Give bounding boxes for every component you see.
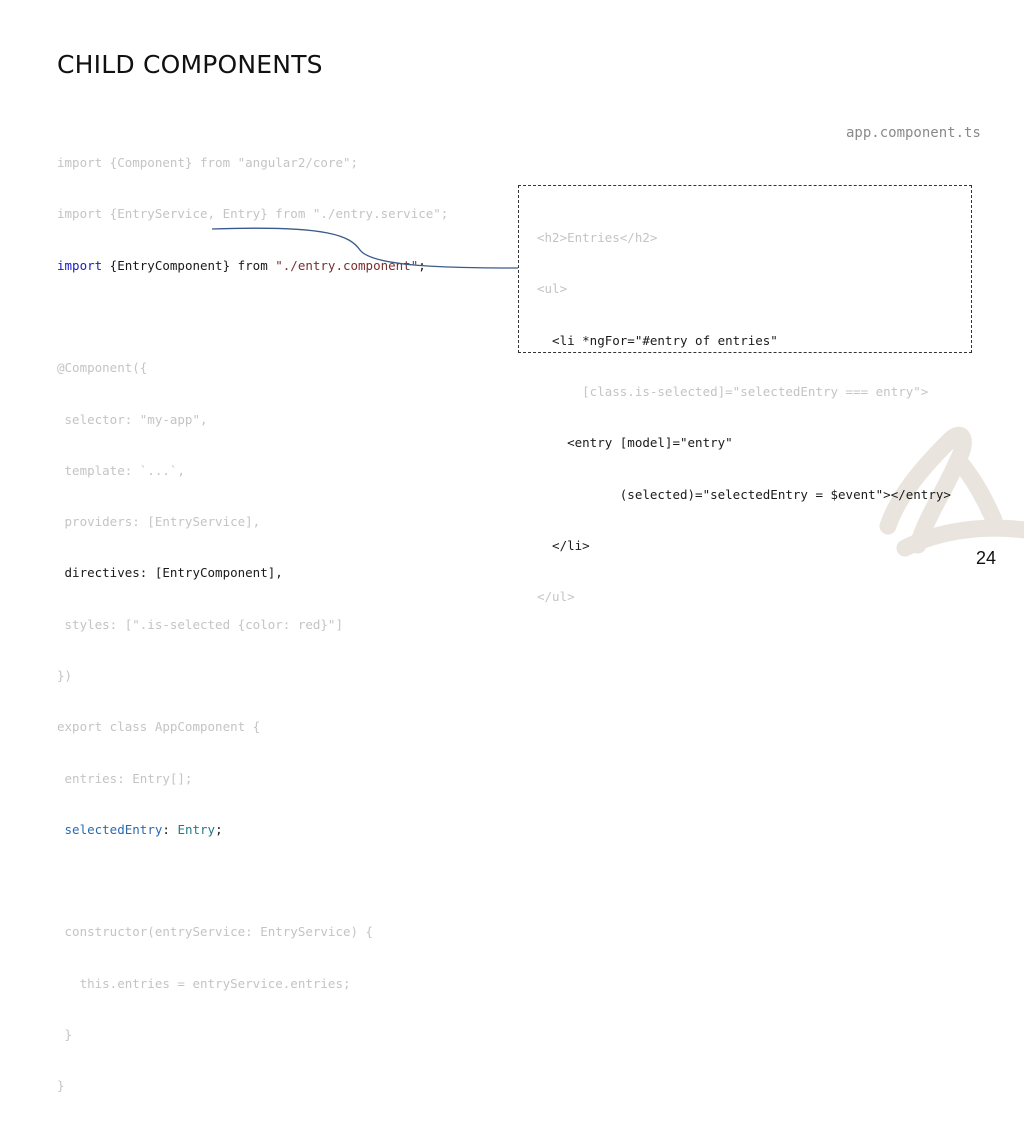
stylized-a-logo-icon: [879, 426, 1024, 557]
template-line-li: <li *ngFor="#entry of entries": [537, 332, 778, 348]
code-line-import-entry-component: import {EntryComponent} from "./entry.co…: [57, 257, 448, 274]
template-line: <ul>: [537, 281, 568, 297]
template-line: <h2>Entries</h2>: [537, 230, 658, 246]
code-line: this.entries = entryService.entries;: [57, 975, 351, 991]
keyword-import: import: [57, 257, 103, 273]
code-line-template: template: `...`,: [57, 462, 185, 478]
template-line-selected: (selected)="selectedEntry = $event"></en…: [537, 486, 951, 502]
code-line: selector: "my-app",: [57, 411, 208, 427]
page-title: CHILD COMPONENTS: [57, 50, 323, 79]
template-line: [class.is-selected]="selectedEntry === e…: [537, 384, 929, 400]
code-line: styles: [".is-selected {color: red}"]: [57, 616, 343, 632]
code-line: [57, 872, 448, 889]
code-line: import {EntryService, Entry} from "./ent…: [57, 206, 449, 222]
filename-label: app.component.ts: [846, 125, 981, 141]
code-line: entries: Entry[];: [57, 770, 193, 786]
code-fragment: ;: [215, 821, 223, 837]
code-line: constructor(entryService: EntryService) …: [57, 924, 374, 940]
code-fragment: {EntryComponent} from: [102, 257, 276, 273]
template-callout-box: [518, 185, 972, 353]
code-line-selected-entry: selectedEntry: Entry;: [57, 821, 448, 838]
connector-line: [211, 227, 519, 269]
code-line: providers: [EntryService],: [57, 514, 261, 530]
template-line-li-close: </li>: [537, 537, 590, 553]
code-line: @Component({: [57, 360, 148, 376]
page-number: 24: [975, 548, 996, 568]
code-line: }: [57, 1026, 73, 1042]
template-code-block: <h2>Entries</h2> <ul> <li *ngFor="#entry…: [537, 195, 951, 639]
type-name: Entry: [177, 821, 216, 837]
template-line-entry: <entry [model]="entry": [537, 435, 733, 451]
template-line: </ul>: [537, 589, 575, 605]
code-line: import {Component} from "angular2/core";: [57, 155, 359, 171]
field-name: selectedEntry: [64, 821, 163, 837]
code-line: }): [57, 668, 73, 683]
string-literal: "./entry.component": [275, 257, 419, 273]
code-line: }: [57, 1078, 65, 1094]
slide: CHILD COMPONENTS import {Component} from…: [57, 50, 1024, 1093]
code-fragment: :: [162, 821, 178, 837]
code-line: export class AppComponent {: [57, 719, 261, 735]
